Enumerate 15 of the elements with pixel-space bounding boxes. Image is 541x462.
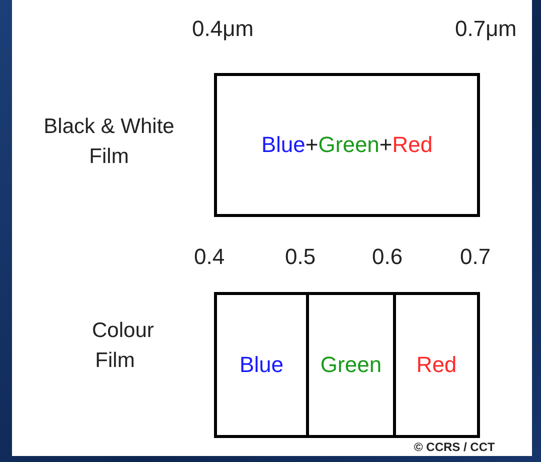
film-type-label: Black & White Film	[42, 114, 176, 170]
film-sensitivity-text: Red	[416, 352, 457, 378]
film-sensitivity-text: Green	[320, 352, 382, 378]
film-sensitivity-text: Blue	[239, 352, 284, 378]
film-type-label: Colour Film	[91, 318, 155, 374]
wavelength-label: 0.7μm	[455, 16, 517, 42]
wavelength-label: 0.6	[372, 244, 403, 270]
credit-text: © CCRS / CCT	[414, 440, 495, 454]
wavelength-label: 0.5	[285, 244, 316, 270]
film-box	[214, 73, 480, 217]
wavelength-label: 0.4	[194, 244, 225, 270]
film-sensitivity-text: Blue+Green+Red	[261, 132, 433, 158]
wavelength-label: 0.7	[460, 244, 491, 270]
wavelength-label: 0.4μm	[192, 16, 254, 42]
film-box	[214, 292, 480, 438]
